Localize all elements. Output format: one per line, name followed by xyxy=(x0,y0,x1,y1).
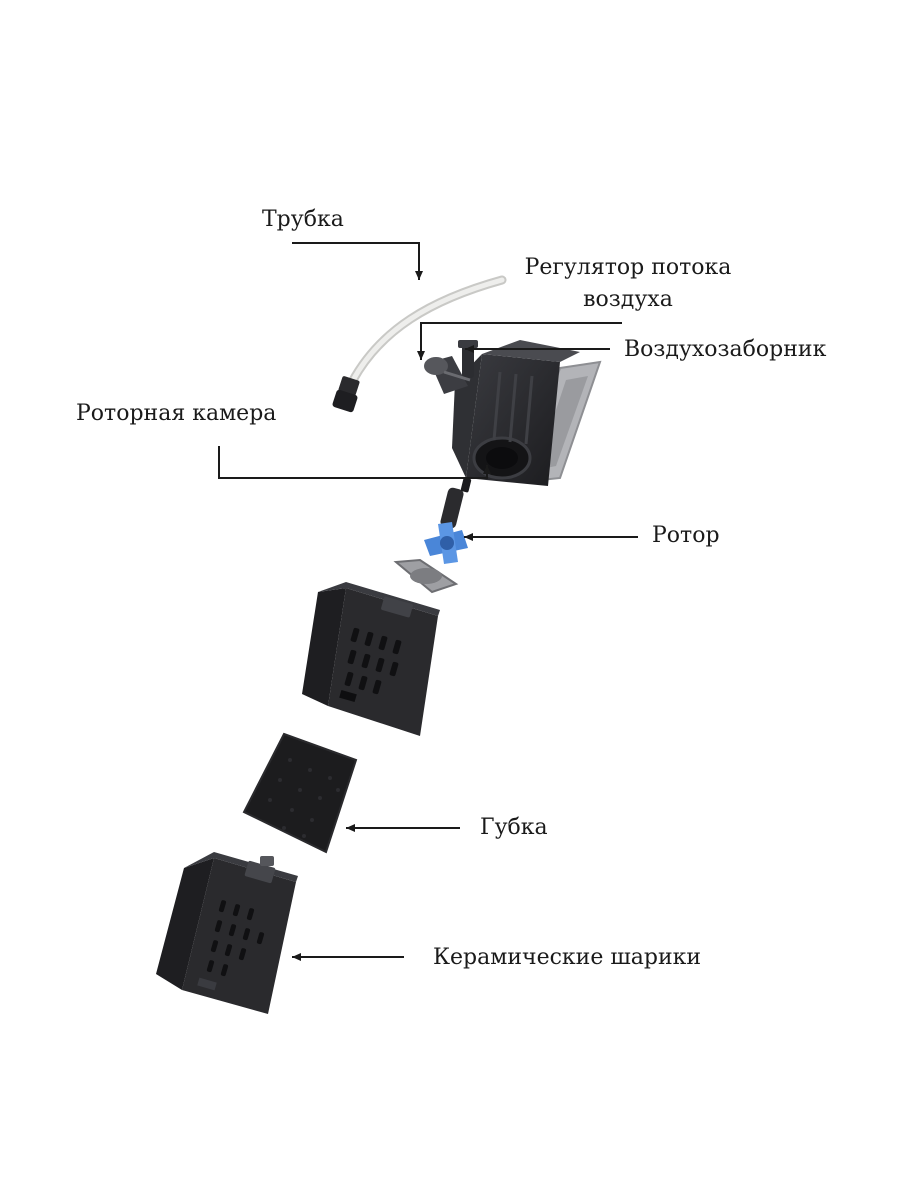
arrow-rotor-chamber xyxy=(218,446,491,479)
air-regulator-knob xyxy=(424,356,471,394)
arrow-tube xyxy=(292,242,423,280)
label-rotor: Ротор xyxy=(652,523,720,548)
label-ceramic-balls: Керамические шарики xyxy=(433,945,702,970)
pump-head xyxy=(424,340,602,486)
label-air-flow-regulator-line1: Регулятор потока xyxy=(524,255,732,280)
arrow-air-flow-regulator xyxy=(417,322,622,360)
label-sponge: Губка xyxy=(480,815,548,840)
label-air-flow-regulator-line2: воздуха xyxy=(583,287,673,312)
leader-lines xyxy=(218,242,638,961)
sponge-part xyxy=(242,732,358,854)
filter-cartridge-lower xyxy=(156,852,298,1014)
label-air-flow-regulator: Регулятор потока воздуха xyxy=(508,252,748,316)
air-tube xyxy=(332,275,507,413)
label-air-intake: Воздухозаборник xyxy=(624,337,827,362)
label-rotor-chamber: Роторная камера xyxy=(76,401,277,426)
label-tube: Трубка xyxy=(262,207,344,232)
rotor-part xyxy=(393,477,472,594)
filter-cartridge-upper xyxy=(302,582,440,736)
